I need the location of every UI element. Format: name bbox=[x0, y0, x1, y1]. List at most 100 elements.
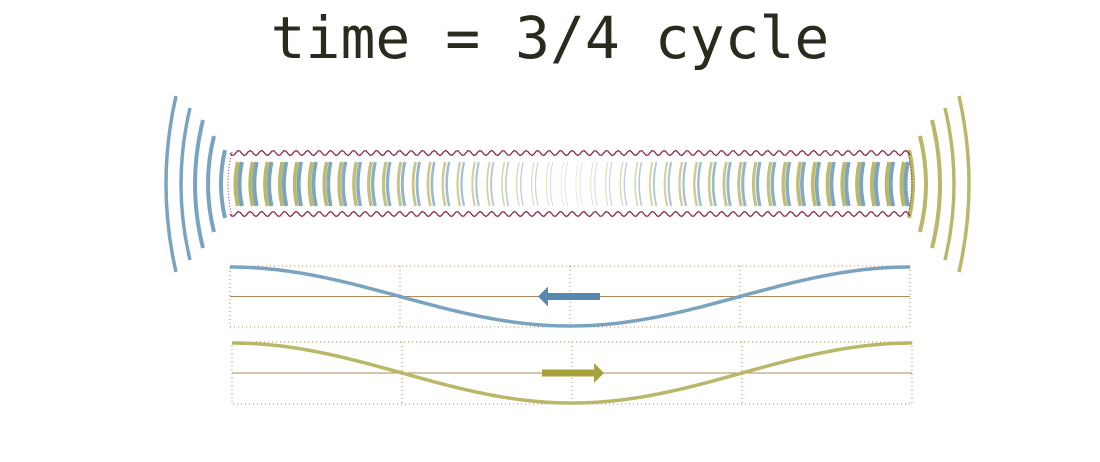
left-wavefront bbox=[430, 161, 436, 207]
right-wavefront bbox=[322, 161, 329, 207]
right-wavefront bbox=[796, 161, 803, 207]
left-wavefront bbox=[475, 161, 480, 207]
left-wavefront bbox=[844, 161, 851, 207]
right-wavefront bbox=[248, 161, 255, 207]
left-wavefront bbox=[697, 161, 703, 207]
left-wave-arc bbox=[164, 95, 178, 273]
left-wavefront bbox=[519, 161, 524, 207]
right-wavefront bbox=[766, 161, 773, 207]
right-wavefront bbox=[884, 161, 892, 207]
left-wavefront bbox=[237, 161, 244, 207]
right-wavefront bbox=[825, 161, 832, 207]
left-wavefront bbox=[623, 161, 628, 207]
left-wavefront bbox=[903, 161, 910, 207]
left-wavefront bbox=[356, 161, 363, 207]
left-wavefront bbox=[594, 161, 598, 207]
left-wavefront bbox=[800, 161, 807, 207]
left-wavefront bbox=[415, 161, 422, 207]
left-wavefront bbox=[490, 161, 495, 207]
left-wavefront bbox=[549, 161, 554, 207]
left-wavefront bbox=[311, 161, 318, 207]
left-wave-arc bbox=[206, 135, 216, 233]
left-wavefront bbox=[281, 161, 289, 207]
right-wave-arc bbox=[930, 119, 942, 249]
left-wavefront bbox=[785, 161, 792, 207]
tube-right-end bbox=[907, 151, 913, 217]
right-wavefront bbox=[307, 161, 314, 207]
left-wavefront bbox=[608, 161, 613, 207]
right-wavefront bbox=[840, 161, 847, 207]
right-wave-arc bbox=[943, 107, 956, 261]
right-arrow-icon bbox=[542, 363, 604, 383]
left-wavefront bbox=[460, 161, 466, 207]
left-wavefront bbox=[296, 161, 304, 207]
right-wavefront bbox=[456, 161, 462, 207]
right-wavefront bbox=[233, 161, 240, 207]
right-wavefront bbox=[604, 161, 609, 207]
left-wavefront bbox=[326, 161, 333, 207]
right-wavefront bbox=[663, 161, 669, 207]
right-wavefront bbox=[855, 161, 862, 207]
left-wavefront bbox=[873, 161, 881, 207]
left-wavefront bbox=[741, 161, 747, 207]
right-wavefront bbox=[367, 161, 373, 207]
right-wave-arc bbox=[907, 149, 915, 219]
left-wavefront bbox=[682, 161, 688, 207]
right-wavefront bbox=[648, 161, 654, 207]
left-wavefront bbox=[859, 161, 866, 207]
left-wavefront bbox=[726, 161, 732, 207]
left-wavefront bbox=[371, 161, 377, 207]
left-wavefront bbox=[829, 161, 836, 207]
left-wavefront bbox=[267, 161, 274, 207]
right-wavefront bbox=[411, 161, 418, 207]
left-wavefront bbox=[534, 161, 539, 207]
right-wavefront bbox=[426, 161, 432, 207]
right-wavefront bbox=[352, 161, 359, 207]
tube-bottom-wall bbox=[229, 210, 911, 218]
left-wavefront bbox=[252, 161, 259, 207]
left-wavefront bbox=[638, 161, 643, 207]
left-wavefront bbox=[667, 161, 673, 207]
left-wavefront bbox=[564, 161, 568, 207]
left-wavefront bbox=[341, 161, 348, 207]
tube-top-wall bbox=[229, 149, 911, 157]
left-wavefront bbox=[888, 161, 896, 207]
right-wavefront bbox=[292, 161, 300, 207]
left-wavefront bbox=[400, 161, 407, 207]
right-wavefront bbox=[486, 161, 491, 207]
right-wavefront bbox=[722, 161, 728, 207]
left-wavefront bbox=[505, 161, 510, 207]
right-wavefront bbox=[545, 161, 550, 207]
right-wavefront bbox=[575, 161, 579, 207]
right-wavefront bbox=[678, 161, 684, 207]
right-wavefront bbox=[530, 161, 535, 207]
left-wavefront bbox=[770, 161, 777, 207]
left-wavefront bbox=[755, 161, 762, 207]
right-wavefront bbox=[810, 161, 818, 207]
right-wavefront bbox=[560, 161, 564, 207]
left-wave-arc bbox=[193, 119, 205, 249]
left-wave-arc bbox=[219, 149, 227, 219]
wave-curve bbox=[232, 341, 912, 405]
left-emitted-waves bbox=[164, 95, 227, 273]
right-wavefront bbox=[501, 161, 506, 207]
right-wavefront bbox=[619, 161, 624, 207]
right-wavefront bbox=[634, 161, 639, 207]
right-wavefront bbox=[781, 161, 788, 207]
left-wavefront bbox=[814, 161, 822, 207]
right-wavefront bbox=[277, 161, 285, 207]
right-wavefront bbox=[381, 161, 388, 207]
left-arrow-icon bbox=[538, 286, 600, 307]
right-traveling-wave-plot bbox=[231, 341, 913, 405]
left-wavefront bbox=[711, 161, 717, 207]
right-wavefront bbox=[899, 161, 906, 207]
left-wavefront bbox=[652, 161, 658, 207]
right-wavefront bbox=[396, 161, 403, 207]
left-wavefront bbox=[579, 161, 583, 207]
right-wavefront bbox=[751, 161, 758, 207]
right-wavefront bbox=[869, 161, 877, 207]
right-wavefront bbox=[693, 161, 699, 207]
right-wavefront bbox=[471, 161, 476, 207]
left-traveling-wave-plot bbox=[229, 265, 911, 328]
